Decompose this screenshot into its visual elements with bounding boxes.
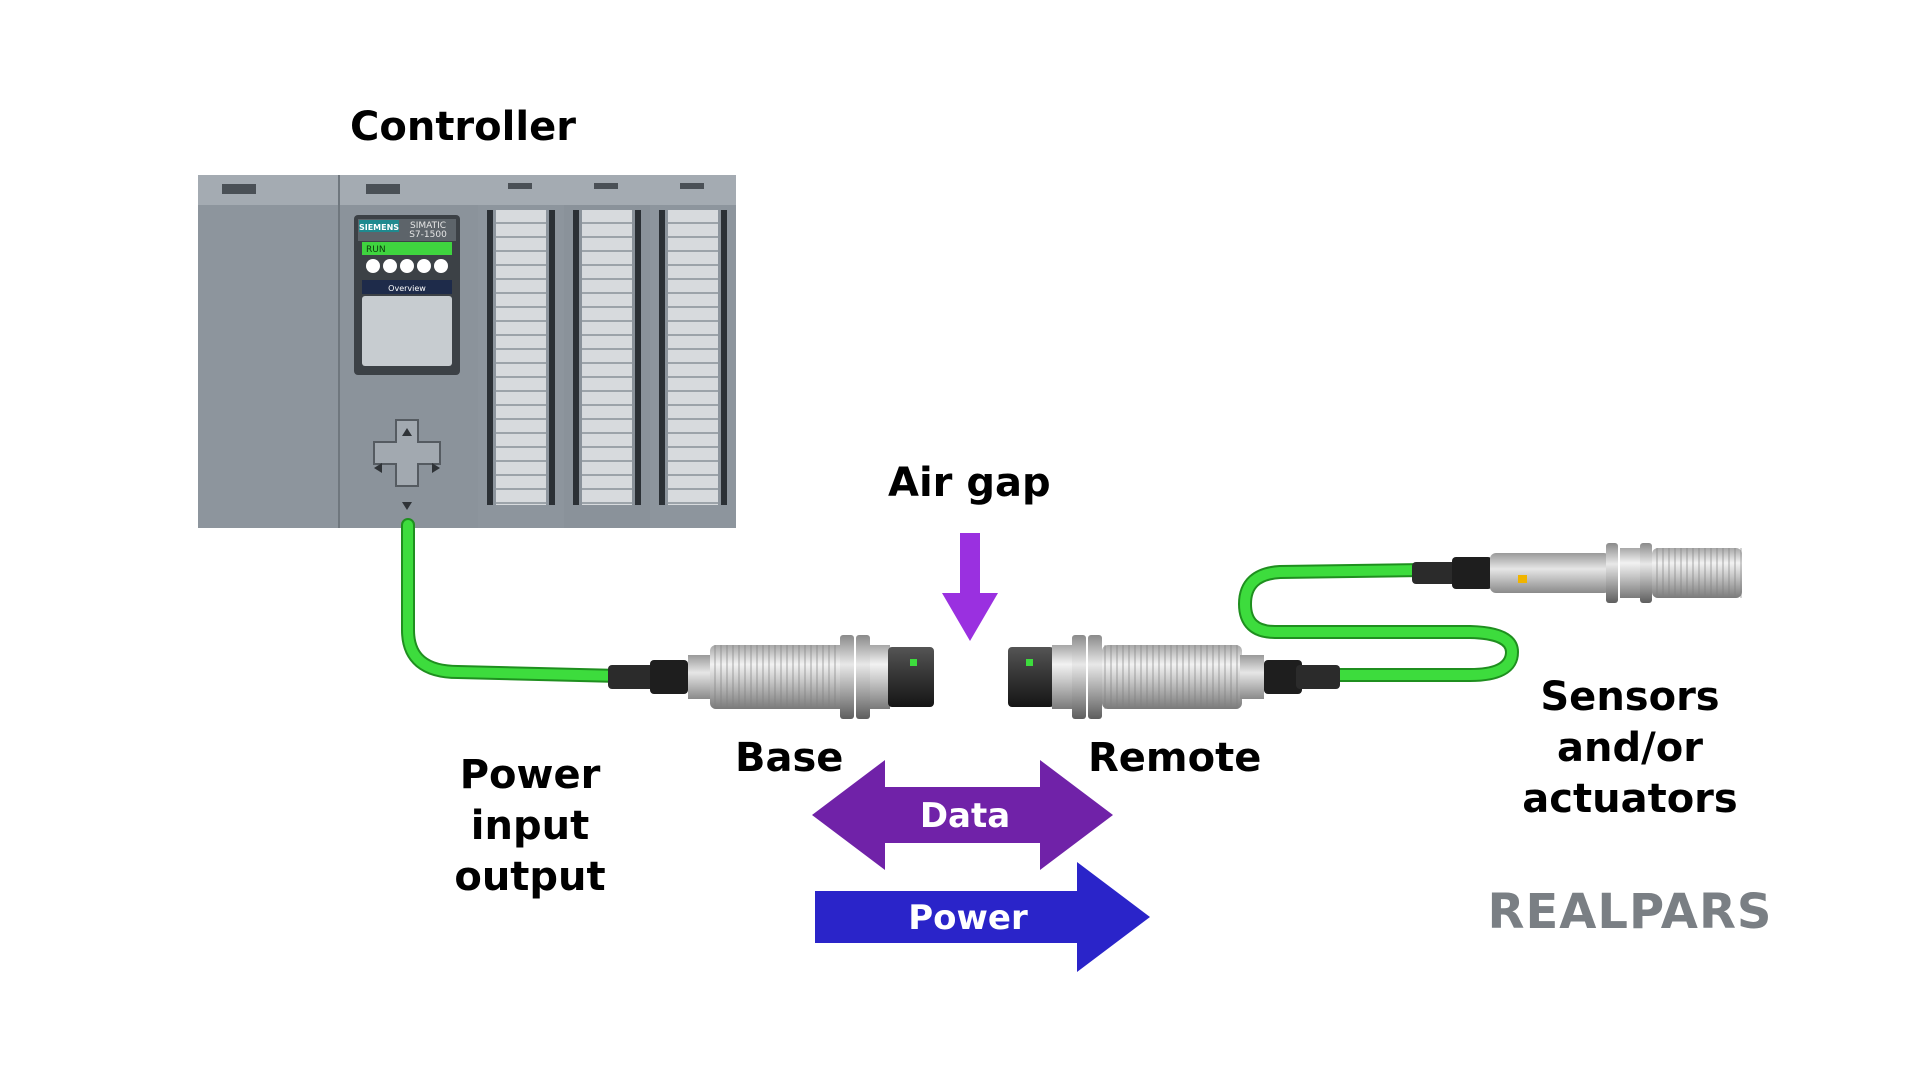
air-gap-label: Air gap: [888, 460, 1051, 506]
sensors-line-1: Sensors: [1540, 674, 1720, 720]
plc-controller: SIEMENS SIMATIC S7-1500 RUN Overview: [198, 175, 736, 528]
plc-io-module-3: [650, 175, 736, 528]
plc-io-module-1: [478, 175, 564, 528]
plc-display-icons: [366, 259, 448, 273]
power-arrow: [815, 862, 1150, 972]
air-gap-arrow: [942, 533, 998, 641]
plc-screen-label: Overview: [388, 284, 426, 293]
power-arrow-label: Power: [908, 898, 1028, 938]
plc-run-status-text: RUN: [366, 245, 386, 255]
sensors-line-3: actuators: [1522, 776, 1738, 822]
remote-status-led: [1026, 659, 1033, 666]
power-io-line-2: input: [470, 803, 590, 849]
keypad-down-icon: [402, 502, 412, 510]
data-bidirectional-arrow: [812, 760, 1113, 870]
plc-run-status-bar: [362, 242, 452, 255]
sensor-indicator-led: [1518, 575, 1527, 583]
power-io-line-3: output: [454, 854, 606, 900]
base-coupler: [608, 635, 934, 719]
power-io-label: Power input output: [430, 750, 630, 903]
sensors-line-2: and/or: [1557, 725, 1703, 771]
cable-controller-to-base: [401, 518, 627, 683]
sensors-actuators-label: Sensors and/or actuators: [1510, 672, 1750, 825]
keypad-left-icon: [374, 463, 382, 473]
base-status-led: [910, 659, 917, 666]
plc-brand-text: SIEMENS: [359, 223, 399, 232]
plc-navigation-keypad: [373, 419, 441, 510]
base-label: Base: [735, 735, 844, 781]
power-io-line-1: Power: [459, 752, 601, 798]
plc-model-line2: S7-1500: [409, 230, 447, 240]
plc-io-module-2: [564, 175, 650, 528]
keypad-up-icon: [402, 428, 412, 436]
controller-title: Controller: [350, 104, 576, 150]
remote-coupler: [1008, 635, 1340, 719]
plc-model-line1: SIMATIC: [410, 221, 446, 231]
plc-power-supply-module: [198, 175, 338, 528]
keypad-right-icon: [432, 463, 440, 473]
data-arrow-label: Data: [920, 796, 1010, 836]
realpars-logo: REALPARS: [1488, 884, 1773, 940]
sensor-actuator: [1412, 543, 1742, 603]
remote-label: Remote: [1088, 735, 1262, 781]
